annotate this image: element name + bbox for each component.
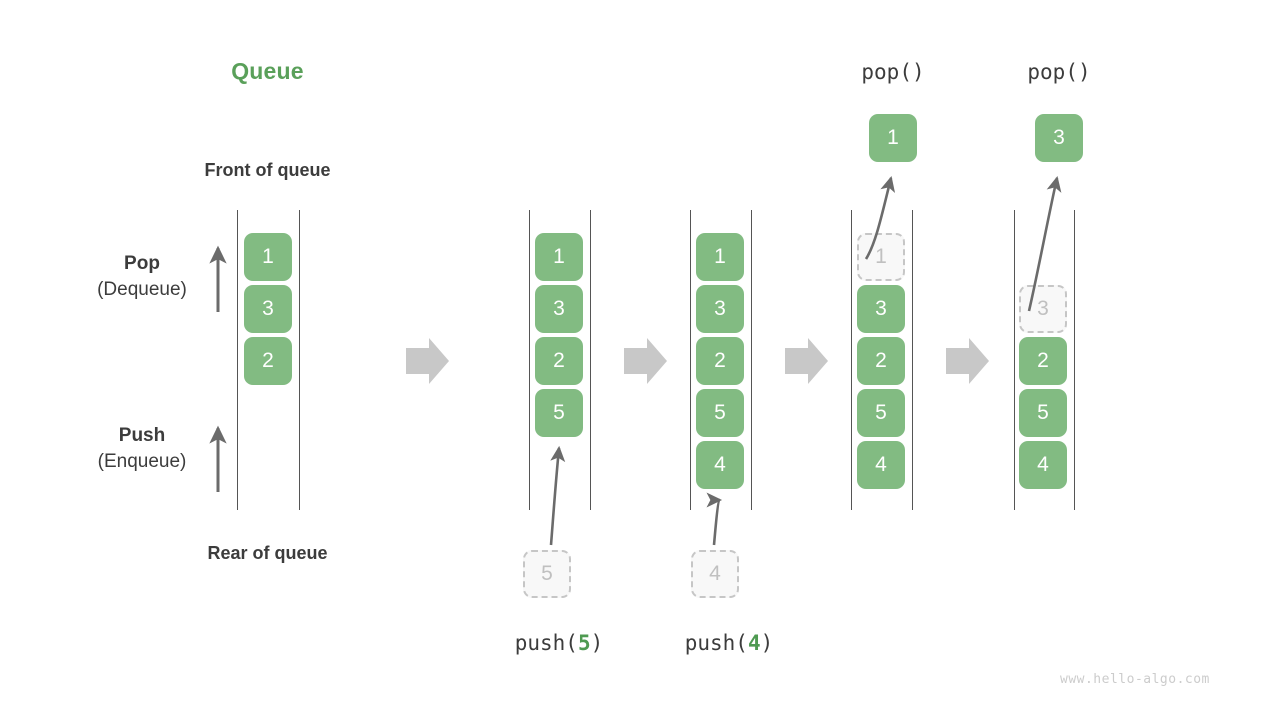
queue-cell: 5 — [857, 389, 905, 437]
push-enqueue-label: Push (Enqueue) — [52, 424, 232, 476]
pop-label-line1: Pop — [124, 253, 160, 274]
push-4-flow-arrow — [706, 492, 723, 546]
pop-call-label-2: pop() — [1027, 60, 1091, 84]
queue-cell: 2 — [1019, 337, 1067, 385]
rail-right-4 — [912, 210, 913, 510]
rail-right-2 — [590, 210, 591, 510]
removed-ghost-cell: 3 — [1019, 285, 1067, 333]
queue-cell: 5 — [535, 389, 583, 437]
queue-cell: 3 — [857, 285, 905, 333]
queue-cell: 5 — [696, 389, 744, 437]
queue-cell: 4 — [1019, 441, 1067, 489]
push-call-label-1: push(5) — [479, 631, 639, 655]
push2-prefix: push( — [684, 631, 748, 655]
push-5-flow-arrow — [549, 445, 566, 546]
push-label-line1: Push — [118, 425, 166, 446]
step-arrow-3 — [785, 338, 828, 384]
queue-cell: 3 — [244, 285, 292, 333]
watermark: www.hello-algo.com — [1060, 672, 1210, 687]
step-arrow-4 — [946, 338, 989, 384]
queue-cell: 2 — [696, 337, 744, 385]
pop-label-line2: (Dequeue) — [97, 279, 187, 300]
push2-suffix: ) — [760, 631, 774, 655]
queue-cell: 1 — [535, 233, 583, 281]
pop-call-label-1: pop() — [861, 60, 925, 84]
rail-left-2 — [529, 210, 530, 510]
front-of-queue-label: Front of queue — [204, 160, 331, 180]
queue-cell: 3 — [696, 285, 744, 333]
rail-right-3 — [751, 210, 752, 510]
rail-right-1 — [299, 210, 300, 510]
diagram-title: Queue — [231, 58, 304, 84]
popped-cell: 3 — [1035, 114, 1083, 162]
push-call-label-2: push(4) — [649, 631, 809, 655]
queue-cell: 1 — [696, 233, 744, 281]
push-label-line2: (Enqueue) — [97, 451, 187, 472]
queue-cell: 5 — [1019, 389, 1067, 437]
incoming-ghost-cell: 5 — [523, 550, 571, 598]
queue-cell: 2 — [244, 337, 292, 385]
queue-cell: 2 — [535, 337, 583, 385]
push1-value: 5 — [577, 631, 591, 655]
queue-cell: 3 — [535, 285, 583, 333]
queue-cell: 4 — [696, 441, 744, 489]
push1-prefix: push( — [514, 631, 578, 655]
removed-ghost-cell: 1 — [857, 233, 905, 281]
rail-right-5 — [1074, 210, 1075, 510]
queue-cell: 4 — [857, 441, 905, 489]
rail-left-4 — [851, 210, 852, 510]
rear-of-queue-label: Rear of queue — [207, 543, 328, 563]
step-arrow-1 — [406, 338, 449, 384]
incoming-ghost-cell: 4 — [691, 550, 739, 598]
popped-cell: 1 — [869, 114, 917, 162]
pop-dequeue-label: Pop (Dequeue) — [52, 252, 232, 304]
rail-left-5 — [1014, 210, 1015, 510]
rail-left-1 — [237, 210, 238, 510]
step-arrow-2 — [624, 338, 667, 384]
rail-left-3 — [690, 210, 691, 510]
queue-cell: 1 — [244, 233, 292, 281]
push1-suffix: ) — [590, 631, 604, 655]
push2-value: 4 — [747, 631, 761, 655]
queue-cell: 2 — [857, 337, 905, 385]
